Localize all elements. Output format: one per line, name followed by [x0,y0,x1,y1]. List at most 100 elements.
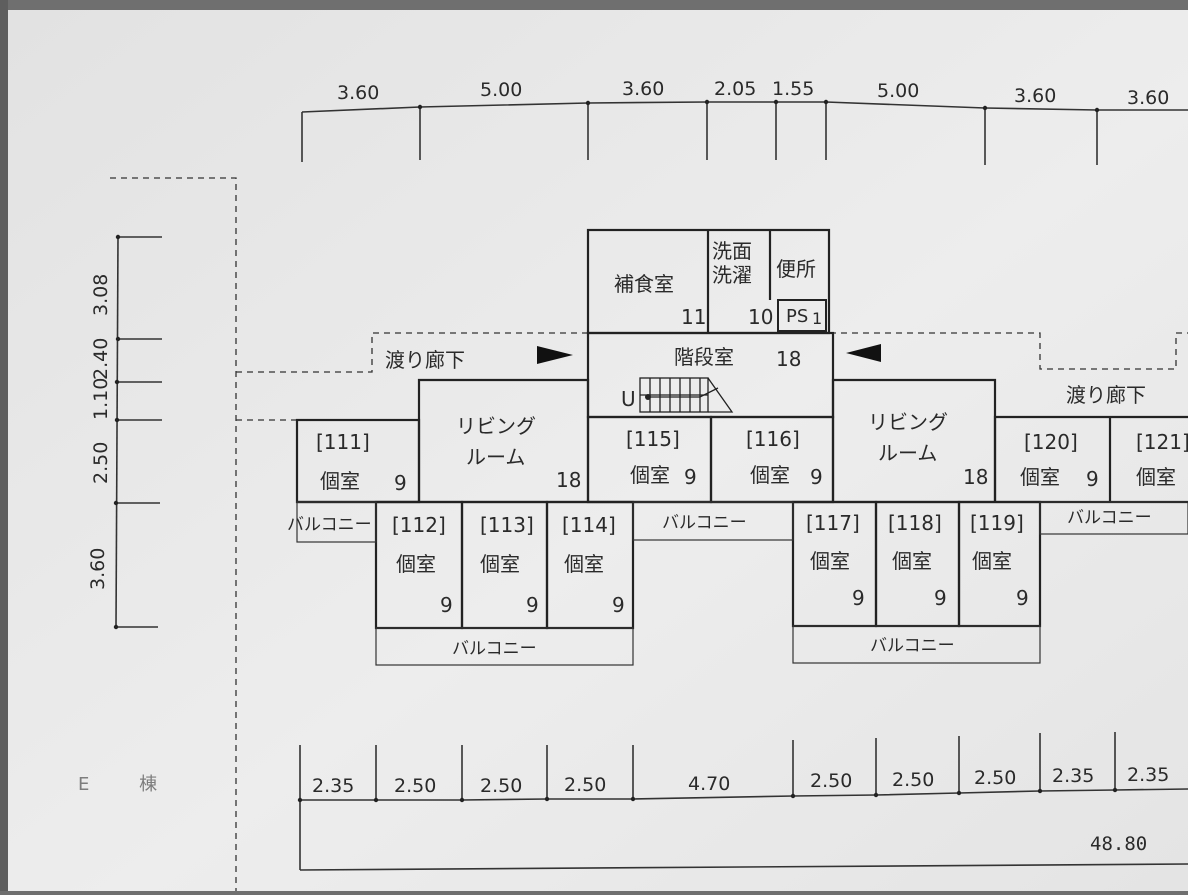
room-stair-area: 18 [776,347,801,371]
living-left-area: 18 [556,468,581,492]
room-120-area: 9 [1086,467,1099,491]
arrow-left-icon [846,344,881,362]
living-left-line1: リビング [456,414,536,438]
room-111-no: [111] [316,430,370,454]
room-118-no: [118] [888,511,942,535]
arrow-right-icon [537,346,573,364]
bottom-dim-label: 4.70 [688,773,730,795]
top-dim-label: 3.60 [1014,85,1056,107]
left-dimension-line [115,236,162,628]
room-116-name: 個室 [750,463,790,487]
corridor-right-label: 渡り廊下 [1066,383,1146,407]
left-dim-label: 2.50 [90,442,112,484]
room-118-area: 9 [934,586,947,610]
left-dim-label: 2.40 [90,338,112,380]
room-121-name: 個室 [1136,465,1176,489]
corridor-left-label: 渡り廊下 [385,348,465,372]
room-labels: 補食室 11 洗面 洗濯 10 便所 PS 1 階段室 18 U 渡り廊下 渡り… [316,239,1188,617]
room-112-no: [112] [392,513,446,537]
top-dim-label: 5.00 [877,80,919,102]
building-label: E 棟 [78,774,179,795]
room-stair-name: 階段室 [674,345,734,369]
room-113-no: [113] [480,513,534,537]
room-senmen-area: 10 [748,305,773,329]
balcony-label: バルコニー [662,513,747,533]
balcony-label: バルコニー [870,636,955,656]
balcony-label: バルコニー [1067,508,1152,528]
room-120-name: 個室 [1020,465,1060,489]
room-116-area: 9 [810,465,823,489]
bottom-dim-label: 2.50 [394,775,436,797]
room-111-area: 9 [394,471,407,495]
room-117-name: 個室 [810,549,850,573]
room-117-no: [117] [806,511,860,535]
bottom-dim-label: 2.35 [1127,764,1169,786]
left-dimension-ticks [113,234,121,630]
left-dim-label: 3.08 [90,274,112,316]
top-dimension-ticks [417,99,1100,113]
bottom-dim-label: 2.50 [480,775,522,797]
bottom-dimension-ticks [297,787,1118,803]
room-ps-name: PS [786,306,808,327]
room-115-name: 個室 [630,463,670,487]
bottom-dim-label: 2.35 [1052,765,1094,787]
room-senmen-line2: 洗濯 [712,263,752,287]
room-119-area: 9 [1016,586,1029,610]
room-115-no: [115] [626,427,680,451]
living-left-line2: ルーム [466,445,525,469]
left-dim-label: 3.60 [87,548,109,590]
top-dim-label: 3.60 [622,78,664,100]
living-right-area: 18 [963,465,988,489]
room-120-no: [120] [1024,430,1078,454]
room-112-name: 個室 [396,552,436,576]
room-toilet-name: 便所 [776,257,816,281]
room-115-area: 9 [684,465,697,489]
room-hoshoku-name: 補食室 [614,272,674,296]
bottom-dim-label: 2.50 [974,767,1016,789]
top-dim-label: 3.60 [337,82,379,104]
top-dim-label: 3.60 [1127,87,1169,109]
top-dim-label: 5.00 [480,79,522,101]
left-dimension-labels: 3.08 2.40 1.10 2.50 3.60 [87,274,112,590]
room-113-name: 個室 [480,552,520,576]
dark-border-left [0,0,8,891]
room-ps-area: 1 [812,309,822,328]
room-114-area: 9 [612,593,625,617]
left-dim-label: 1.10 [90,378,112,420]
living-right-line2: ルーム [878,441,937,465]
room-121-no: [121] [1136,430,1188,454]
stair-symbol [639,377,734,413]
total-dimension-label: 48.80 [1090,833,1147,855]
room-119-no: [119] [970,511,1024,535]
site-boundary-dashed [110,177,1188,891]
paper-sheet [8,10,1188,891]
stair-start-dot [645,394,651,400]
bottom-dim-label: 2.35 [312,775,354,797]
room-114-no: [114] [562,513,616,537]
room-119-name: 個室 [972,549,1012,573]
room-114-name: 個室 [564,552,604,576]
balcony-label: バルコニー [287,515,372,535]
top-dimension-labels: 3.60 5.00 3.60 2.05 1.55 5.00 3.60 3.60 [337,78,1169,109]
bottom-dim-label: 2.50 [810,770,852,792]
room-113-area: 9 [526,593,539,617]
balcony-labels: バルコニー バルコニー バルコニー バルコニー バルコニー [287,508,1152,659]
room-116-no: [116] [746,427,800,451]
top-dim-label: 2.05 [714,78,756,100]
room-117-area: 9 [852,586,865,610]
balcony-label: バルコニー [452,639,537,659]
room-senmen-line1: 洗面 [712,239,752,263]
room-111-name: 個室 [320,469,360,493]
bottom-dim-label: 2.50 [892,769,934,791]
ps-box [777,299,827,332]
room-118-name: 個室 [892,549,932,573]
living-right-line1: リビング [868,410,948,434]
top-dim-label: 1.55 [772,78,814,100]
room-112-area: 9 [440,593,453,617]
room-hoshoku-area: 11 [681,305,706,329]
stair-up-mark: U [621,387,636,411]
bottom-dimension-labels: 2.35 2.50 2.50 2.50 4.70 2.50 2.50 2.50 … [312,764,1169,797]
balcony-outlines [296,501,1188,666]
bottom-dim-label: 2.50 [564,774,606,796]
